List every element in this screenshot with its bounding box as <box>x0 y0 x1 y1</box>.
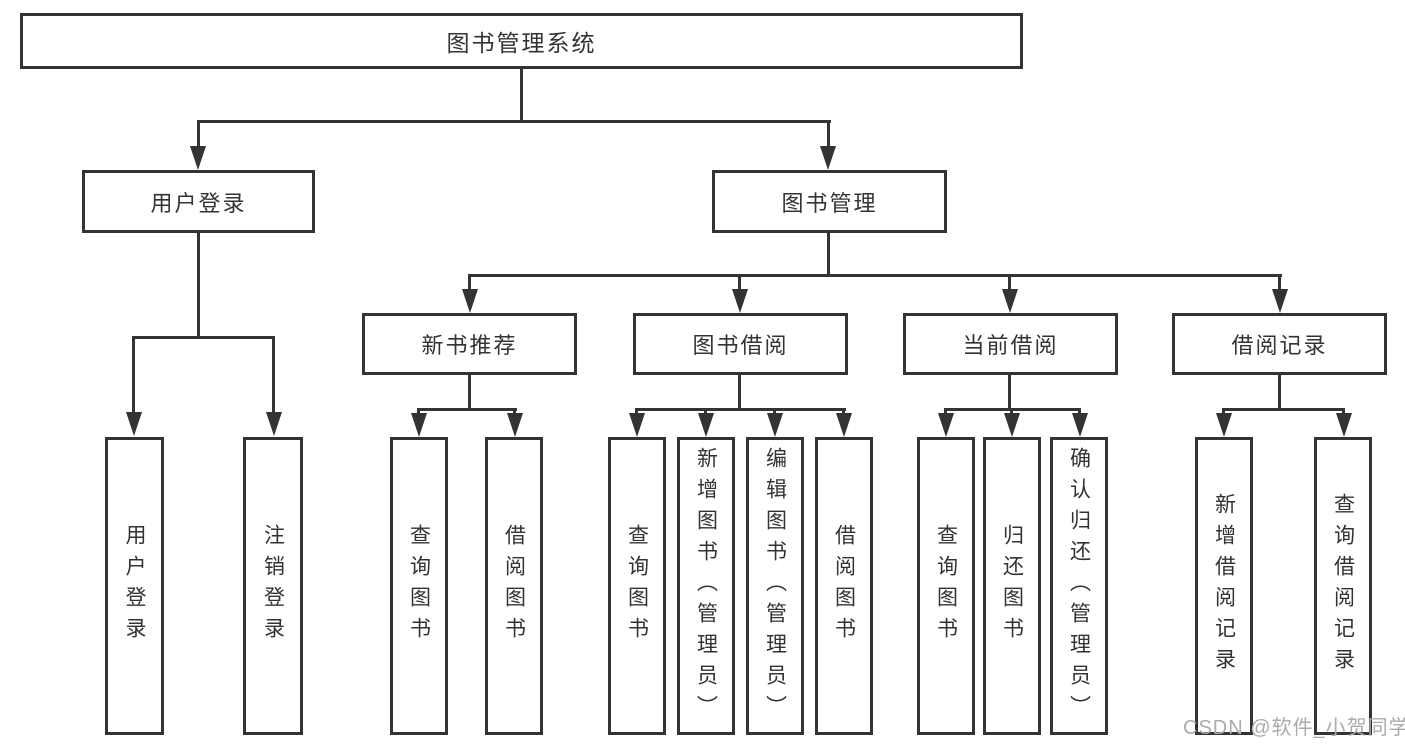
edge-level3-rail <box>468 274 1282 277</box>
edge-shaft <box>468 277 471 291</box>
node-new-book-recommendation: 新书推荐 <box>362 313 577 375</box>
edge-records-rail <box>1222 408 1345 411</box>
arrowhead-down-icon <box>629 413 645 437</box>
arrowhead-down-icon <box>1336 413 1352 437</box>
arrowhead-down-icon <box>462 289 478 313</box>
node-leaf-add-books-admin: 新增图书（管理员） <box>677 437 735 735</box>
node-label: 新书推荐 <box>421 333 518 358</box>
node-book-borrowing: 图书借阅 <box>633 313 848 375</box>
arrowhead-down-icon <box>1002 289 1018 313</box>
node-label: 归还图书 <box>1000 524 1024 648</box>
edge-shaft <box>827 123 830 149</box>
edge-borrowing-stem <box>738 375 741 408</box>
node-label: 查询借阅记录 <box>1331 493 1355 679</box>
edge-book-mgmt-stem <box>827 233 830 274</box>
node-leaf-return-books: 归还图书 <box>983 437 1041 735</box>
node-label: 用户登录 <box>123 524 146 648</box>
arrowhead-down-icon <box>1072 413 1088 437</box>
node-label: 借阅图书 <box>502 524 526 648</box>
edge-borrowing-rail <box>635 408 846 411</box>
node-label: 确认归还（管理员） <box>1067 446 1091 726</box>
node-label: 用户登录 <box>150 190 247 216</box>
csdn-watermark: CSDN @软件_小贺同学 <box>1183 717 1405 739</box>
arrowhead-down-icon <box>767 413 783 437</box>
node-leaf-logout: 注销登录 <box>243 437 303 735</box>
node-library-management-system: 图书管理系统 <box>20 13 1023 69</box>
node-label: 查询图书 <box>934 524 958 648</box>
edge-shaft <box>272 339 275 413</box>
arrowhead-down-icon <box>1272 289 1288 313</box>
arrowhead-down-icon <box>938 413 954 437</box>
arrowhead-down-icon <box>698 413 714 437</box>
node-label: 编辑图书（管理员） <box>763 446 787 726</box>
edge-user-login-rail <box>132 336 275 339</box>
edge-level2-rail <box>197 120 831 123</box>
arrowhead-down-icon <box>1216 413 1232 437</box>
edge-current-rail <box>944 408 1081 411</box>
node-label: 查询图书 <box>407 524 431 648</box>
node-leaf-query-borrow-record: 查询借阅记录 <box>1314 437 1372 735</box>
node-label: 注销登录 <box>261 524 285 648</box>
arrowhead-down-icon <box>126 412 142 436</box>
arrowhead-down-icon <box>1004 413 1020 437</box>
edge-newbook-stem <box>468 375 471 408</box>
arrowhead-down-icon <box>732 289 748 313</box>
node-label: 借阅图书 <box>832 524 856 648</box>
arrowhead-down-icon <box>411 413 427 437</box>
edge-user-login-stem <box>197 233 200 336</box>
node-leaf-query-books-1: 查询图书 <box>390 437 448 735</box>
node-leaf-user-login: 用户登录 <box>105 437 164 735</box>
node-borrowing-records: 借阅记录 <box>1172 313 1387 375</box>
arrowhead-down-icon <box>836 413 852 437</box>
edge-shaft <box>197 123 200 149</box>
edge-current-stem <box>1008 375 1011 408</box>
node-leaf-query-books-2: 查询图书 <box>608 437 666 735</box>
node-leaf-edit-books-admin: 编辑图书（管理员） <box>746 437 804 735</box>
edge-shaft <box>738 277 741 291</box>
node-label: 图书管理系统 <box>446 30 597 56</box>
edge-shaft <box>1278 277 1281 291</box>
edge-records-stem <box>1278 375 1281 408</box>
edge-shaft <box>132 339 135 413</box>
edge-shaft <box>1008 277 1011 291</box>
node-leaf-borrow-books-2: 借阅图书 <box>815 437 873 735</box>
node-label: 当前借阅 <box>962 333 1059 358</box>
arrowhead-down-icon <box>190 146 206 170</box>
node-current-borrowing: 当前借阅 <box>903 313 1118 375</box>
node-leaf-confirm-return-admin: 确认归还（管理员） <box>1050 437 1108 735</box>
node-label: 新增借阅记录 <box>1212 493 1236 679</box>
node-label: 图书借阅 <box>692 333 789 358</box>
node-label: 查询图书 <box>625 524 649 648</box>
node-user-login: 用户登录 <box>82 170 315 233</box>
node-leaf-add-borrow-record: 新增借阅记录 <box>1195 437 1253 735</box>
node-book-management: 图书管理 <box>712 170 947 233</box>
node-label: 图书管理 <box>781 190 878 216</box>
node-leaf-query-books-3: 查询图书 <box>917 437 975 735</box>
edge-newbook-rail <box>417 408 517 411</box>
arrowhead-down-icon <box>266 412 282 436</box>
node-label: 新增图书（管理员） <box>694 446 718 726</box>
edge-root-stem <box>520 69 523 120</box>
node-label: 借阅记录 <box>1231 333 1328 358</box>
arrowhead-down-icon <box>820 146 836 170</box>
arrowhead-down-icon <box>507 413 523 437</box>
node-leaf-borrow-books-1: 借阅图书 <box>485 437 543 735</box>
